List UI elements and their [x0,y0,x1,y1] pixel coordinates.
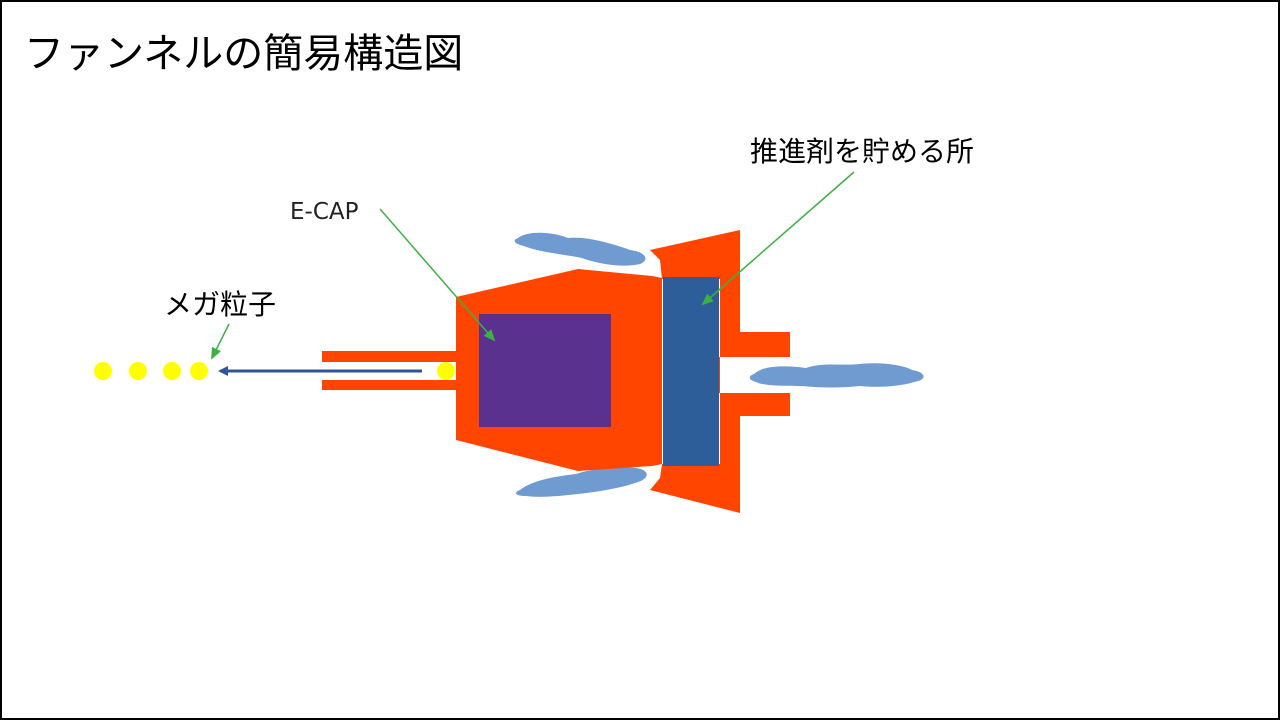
ecap-block [479,314,611,427]
label-mega-particle: メガ粒子 [164,288,277,321]
propellant-tank-block [663,277,719,466]
diagram-title: ファンネルの簡易構造図 [24,31,464,77]
leader-line-ecap [379,208,496,342]
mega-particle [163,362,181,380]
label-propellant-tank: 推進剤を貯める所 [750,135,975,168]
mega-particle-in-barrel [437,362,455,380]
barrel-upper [322,351,458,362]
mega-particle [190,362,208,380]
barrel-lower [322,380,458,390]
rear-housing-bottom [650,393,790,513]
mega-particle [94,362,112,380]
leader-line-mega-particle [211,323,230,360]
exhaust-cloud-top [514,232,646,266]
exhaust-cloud-bottom [516,467,647,497]
leader-line-propellant [701,171,855,306]
mega-particle [129,362,147,380]
label-ecap: E-CAP [290,199,359,225]
rear-housing-top [650,230,790,357]
barrel-bore-wall [458,351,480,390]
exhaust-cloud-right [749,363,924,388]
